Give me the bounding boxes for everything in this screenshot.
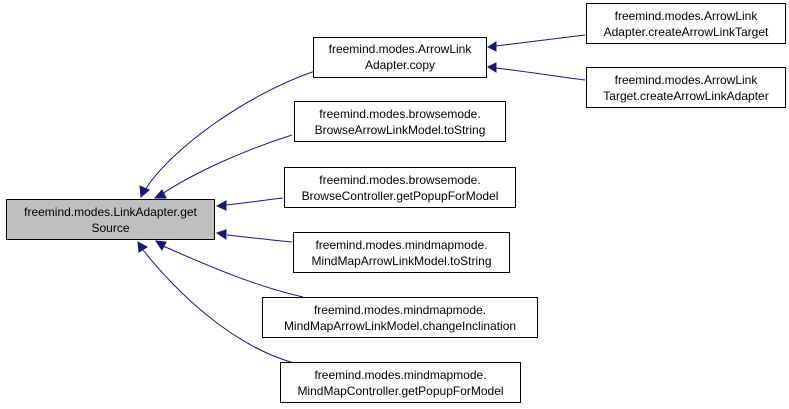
- node-arrowlinkadapter-copy[interactable]: freemind.modes.ArrowLink Adapter.copy: [313, 37, 487, 78]
- node-arrowlinktarget-createarrowlinkadapter[interactable]: freemind.modes.ArrowLink Target.createAr…: [586, 67, 786, 108]
- node-line1: freemind.modes.mindmapmode.: [314, 303, 486, 317]
- edge-browse-arrowlink-tostring-to-root: [153, 134, 293, 199]
- node-line1: freemind.modes.ArrowLink: [615, 73, 759, 87]
- node-line1: freemind.modes.LinkAdapter.get: [24, 205, 197, 219]
- node-line1: freemind.modes.mindmapmode.: [315, 238, 487, 252]
- node-mindmaparrowlinkmodel-tostring[interactable]: freemind.modes.mindmapmode. MindMapArrow…: [293, 232, 510, 273]
- edge-target-create-adapter-to-copy: [486, 62, 586, 81]
- node-line2: BrowseController.getPopupForModel: [302, 189, 499, 203]
- node-line1: freemind.modes.browsemode.: [319, 173, 480, 187]
- node-line2: MindMapArrowLinkModel.toString: [311, 254, 491, 268]
- node-browsearrowlinkmodel-tostring[interactable]: freemind.modes.browsemode. BrowseArrowLi…: [294, 101, 506, 142]
- edge-browse-controller-popup-to-root: [215, 197, 284, 211]
- edge-mindmap-arrowlink-inclination-to-root: [154, 240, 304, 298]
- node-line2: Adapter.copy: [365, 58, 435, 72]
- node-arrowlinkadapter-createarrowlinktarget[interactable]: freemind.modes.ArrowLink Adapter.createA…: [586, 3, 786, 44]
- node-line2: MindMapArrowLinkModel.changeInclination: [284, 319, 516, 333]
- node-mindmaparrowlinkmodel-changeinclination[interactable]: freemind.modes.mindmapmode. MindMapArrow…: [262, 297, 538, 338]
- node-line1: freemind.modes.ArrowLink: [615, 9, 759, 23]
- node-linkadapter-getsource[interactable]: freemind.modes.LinkAdapter.get Source: [6, 199, 215, 240]
- node-line2: Source: [91, 221, 129, 235]
- node-mindmapcontroller-getpopupformodel[interactable]: freemind.modes.mindmapmode. MindMapContr…: [280, 362, 521, 403]
- edge-mindmap-arrowlink-tostring-to-root: [215, 229, 293, 243]
- node-browsecontroller-getpopupformodel[interactable]: freemind.modes.browsemode. BrowseControl…: [284, 167, 516, 208]
- node-line1: freemind.modes.browsemode.: [319, 107, 480, 121]
- node-line2: MindMapController.getPopupForModel: [297, 384, 503, 398]
- edge-create-target-to-copy: [486, 34, 586, 52]
- edge-mindmap-controller-popup-to-root: [137, 241, 295, 364]
- node-line2: Adapter.createArrowLinkTarget: [604, 25, 769, 39]
- node-line2: BrowseArrowLinkModel.toString: [315, 123, 486, 137]
- node-line1: freemind.modes.ArrowLink: [329, 42, 473, 56]
- edge-copy-to-root: [139, 70, 316, 199]
- node-line2: Target.createArrowLinkAdapter: [603, 89, 768, 103]
- node-line1: freemind.modes.mindmapmode.: [314, 368, 486, 382]
